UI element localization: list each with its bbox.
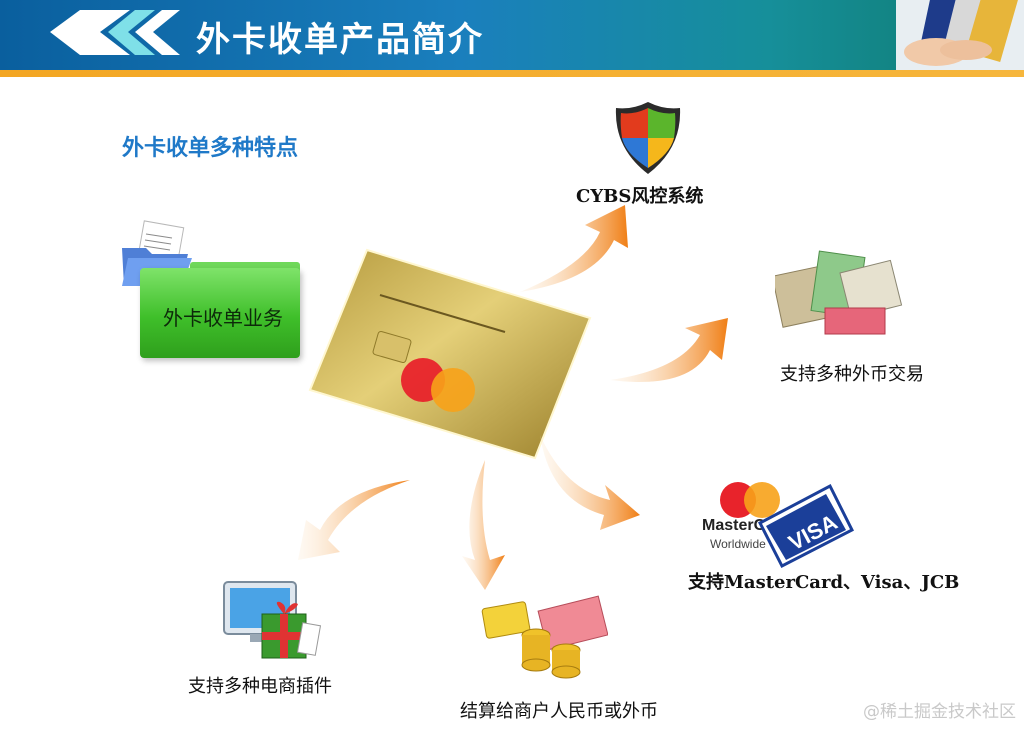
business-box [140,268,300,358]
coins-icon [481,595,608,679]
cards-in-hand-photo [896,0,1024,70]
feature-risk-label: CYBS风控系统 [576,186,704,207]
watermark: @稀土掘金技术社区 [863,702,1016,722]
banknotes-icon [775,250,903,335]
arrow-to-settle [462,460,505,590]
card-logos-icon: MasterCa Worldwide VISA [702,482,855,569]
arrow-to-plugin [298,480,410,560]
page-title: 外卡收单产品简介 [196,20,484,60]
feature-cards-label: 支持MasterCard、Visa、JCB [688,572,960,593]
header-stripe [0,70,1024,77]
svg-text:Worldwide: Worldwide [710,537,766,551]
section-subtitle: 外卡收单多种特点 [122,136,299,161]
feature-currency-label: 支持多种外币交易 [780,364,924,385]
svg-text:MasterCa: MasterCa [702,517,774,534]
shield-icon [615,102,681,174]
feature-plugin-label: 支持多种电商插件 [188,676,332,697]
business-box-label: 外卡收单业务 [163,306,283,330]
feature-settle-label: 结算给商户人民币或外币 [460,701,658,722]
credit-card-image [308,248,592,460]
arrow-to-currency [610,318,728,382]
back-chevron-icon[interactable] [40,5,190,60]
computer-gift-icon [223,581,322,659]
